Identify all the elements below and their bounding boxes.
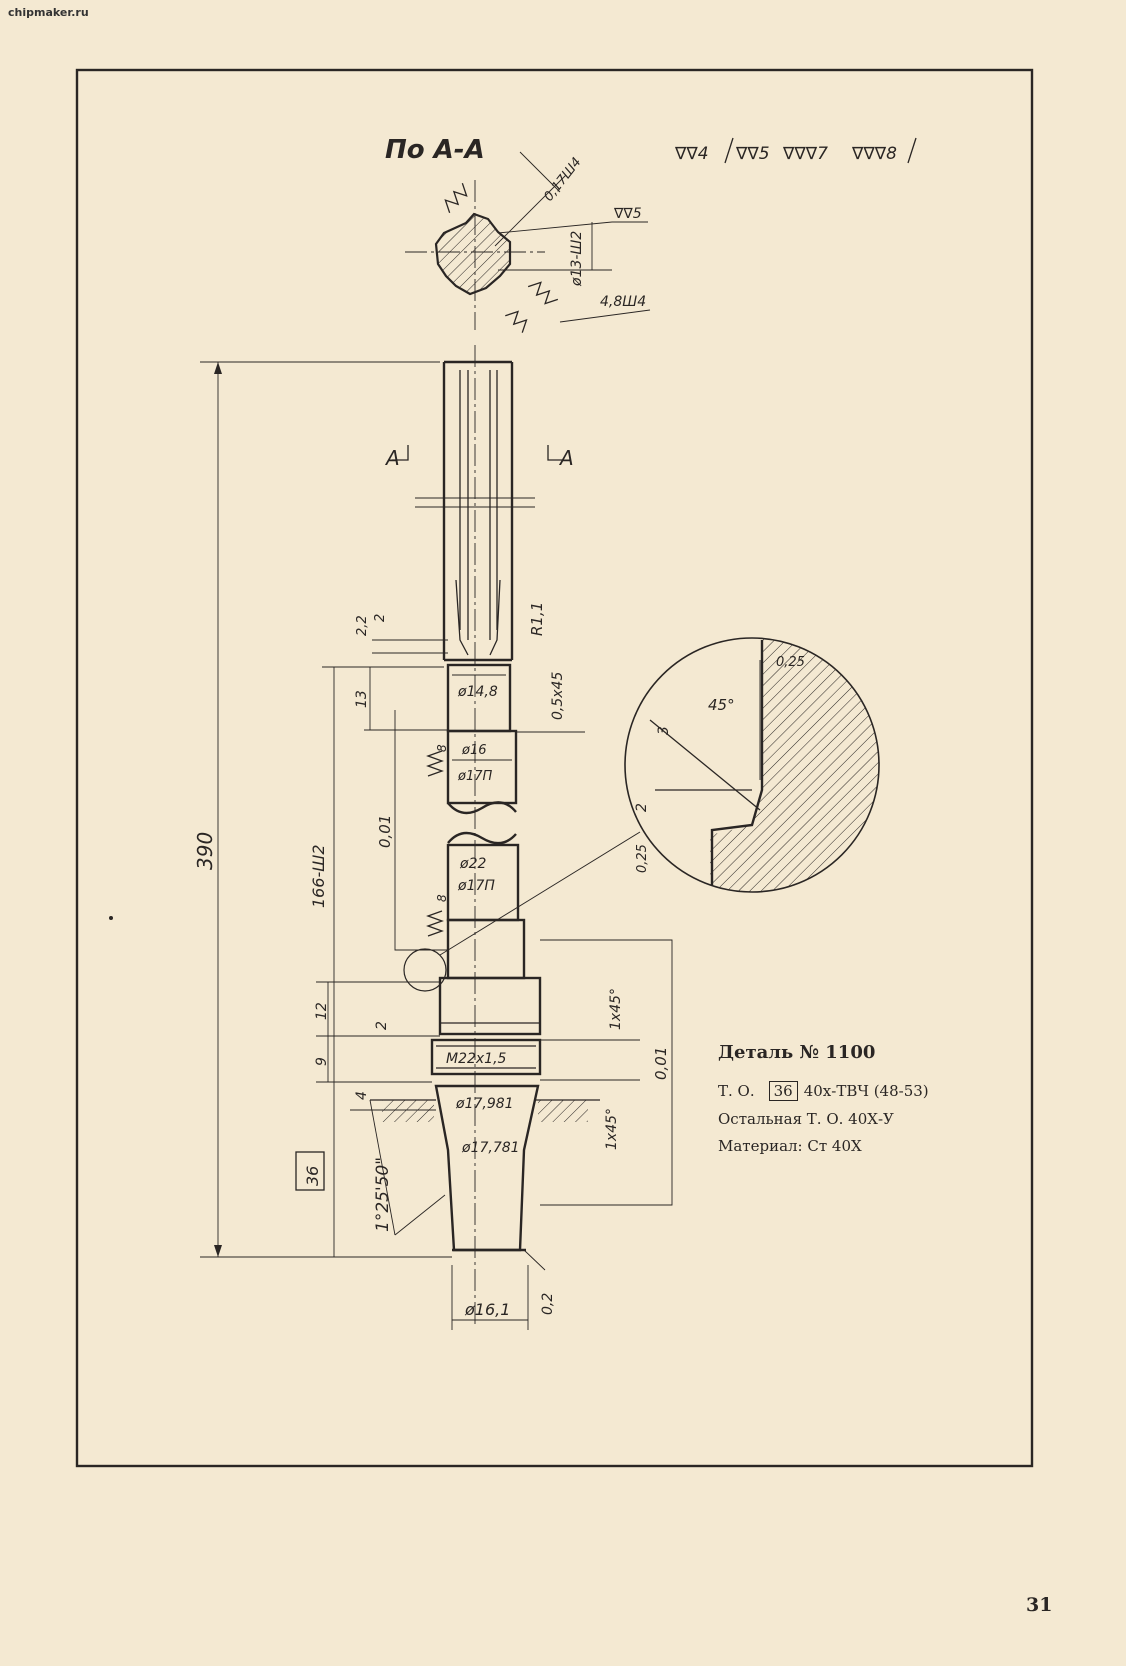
- dim-12: 12: [314, 1002, 330, 1020]
- dim-22: 2,2: [355, 615, 370, 636]
- detail-45: 45°: [708, 696, 735, 714]
- spline-section: ø13-Ш2 ∇∇5 0,17Ш4 4,8Ш4: [405, 151, 651, 333]
- dim-dia-148: ø14,8: [457, 684, 498, 700]
- dim-2a: 2: [373, 614, 388, 622]
- dim-9: 9: [314, 1057, 330, 1066]
- to-box: 36: [768, 1081, 798, 1101]
- section-label-left: А: [384, 446, 400, 470]
- dimensions-left: 390 166-Ш2 2,2 2 R1,1 13 0,5x45 0,01 8 8…: [193, 361, 585, 1258]
- dim-taper-angle: 1°25'50": [373, 1157, 393, 1232]
- to-value: 40х-ТВЧ (48-53): [803, 1082, 929, 1100]
- svg-text:∇∇∇8: ∇∇∇8: [851, 144, 897, 164]
- shaft: А А ø14,8 ø16 ø17П ø22 ø17П М22x1,5 ø17,…: [370, 345, 600, 1325]
- roughness-legend: ∇∇4 ∇∇5 ∇∇∇7 ∇∇∇8: [674, 137, 917, 164]
- dim-4: 4: [354, 1091, 370, 1100]
- dim-thread: М22x1,5: [446, 1051, 507, 1067]
- detail-025b: 0,25: [635, 844, 650, 873]
- dim-chamfer-1x45a: 1x45°: [608, 988, 624, 1030]
- dim-dia-16: ø16: [461, 743, 487, 758]
- detail-view: 0,25 45° 3 2 0,25: [403, 637, 880, 992]
- dimensions-right: 1x45° 0,01 1x45° ø16,1 0,2: [451, 939, 673, 1330]
- dim-dia-17p-b: ø17П: [457, 878, 495, 894]
- rough-8a: 8: [435, 744, 449, 752]
- to-label: Т. О.: [718, 1082, 755, 1100]
- heat-treatment-row: Т. О. 36 40х-ТВЧ (48-53): [718, 1081, 929, 1101]
- dim-groove: 4,8Ш4: [600, 294, 646, 310]
- drawing-frame: [75, 68, 1034, 1468]
- roughness-5: ∇∇5: [613, 206, 642, 222]
- dim-dia-22: ø22: [459, 856, 486, 872]
- svg-text:∇∇∇7: ∇∇∇7: [782, 144, 828, 164]
- svg-text:∇∇4: ∇∇4: [674, 144, 709, 164]
- dim-runout-001: 0,01: [376, 815, 394, 848]
- page-number: 31: [1026, 1594, 1053, 1616]
- dim-dia-17981: ø17,981: [455, 1096, 514, 1112]
- detail-025a: 0,25: [776, 655, 805, 670]
- dim-radius: R1,1: [528, 602, 546, 636]
- dim-166: 166-Ш2: [309, 844, 328, 908]
- dim-13: 13: [354, 690, 370, 708]
- dim-chamfer-05: 0,5x45: [550, 672, 566, 720]
- dim-2b: 2: [374, 1021, 390, 1030]
- rough-8b: 8: [435, 894, 449, 902]
- dim-dia-161: ø16,1: [464, 1300, 510, 1319]
- material: Материал: Ст 40Х: [718, 1137, 862, 1155]
- spec-block: Деталь № 1100 Т. О. 36 40х-ТВЧ (48-53) Ост…: [718, 1042, 929, 1164]
- section-title: По А-А: [385, 135, 485, 165]
- dim-dia-17781: ø17,781: [461, 1140, 520, 1156]
- svg-text:∇∇5: ∇∇5: [735, 144, 770, 164]
- dim-02: 0,2: [540, 1293, 556, 1315]
- dim-390: 390: [193, 832, 217, 870]
- dim-chamfer-1x45b: 1x45°: [604, 1108, 620, 1150]
- detail-2: 2: [634, 803, 650, 812]
- dim-spline-dia: ø13-Ш2: [569, 231, 585, 287]
- detail-title: Деталь № 1100: [718, 1042, 876, 1063]
- section-label-right: А: [558, 446, 574, 470]
- box-36: 36: [303, 1166, 322, 1186]
- rest-treatment: Остальная Т. О. 40Х-У: [718, 1110, 894, 1128]
- dim-runout-001b: 0,01: [652, 1047, 670, 1080]
- detail-3: 3: [656, 726, 672, 735]
- watermark: chipmaker.ru: [8, 6, 89, 19]
- dim-dia-17p-a: ø17П: [457, 769, 492, 784]
